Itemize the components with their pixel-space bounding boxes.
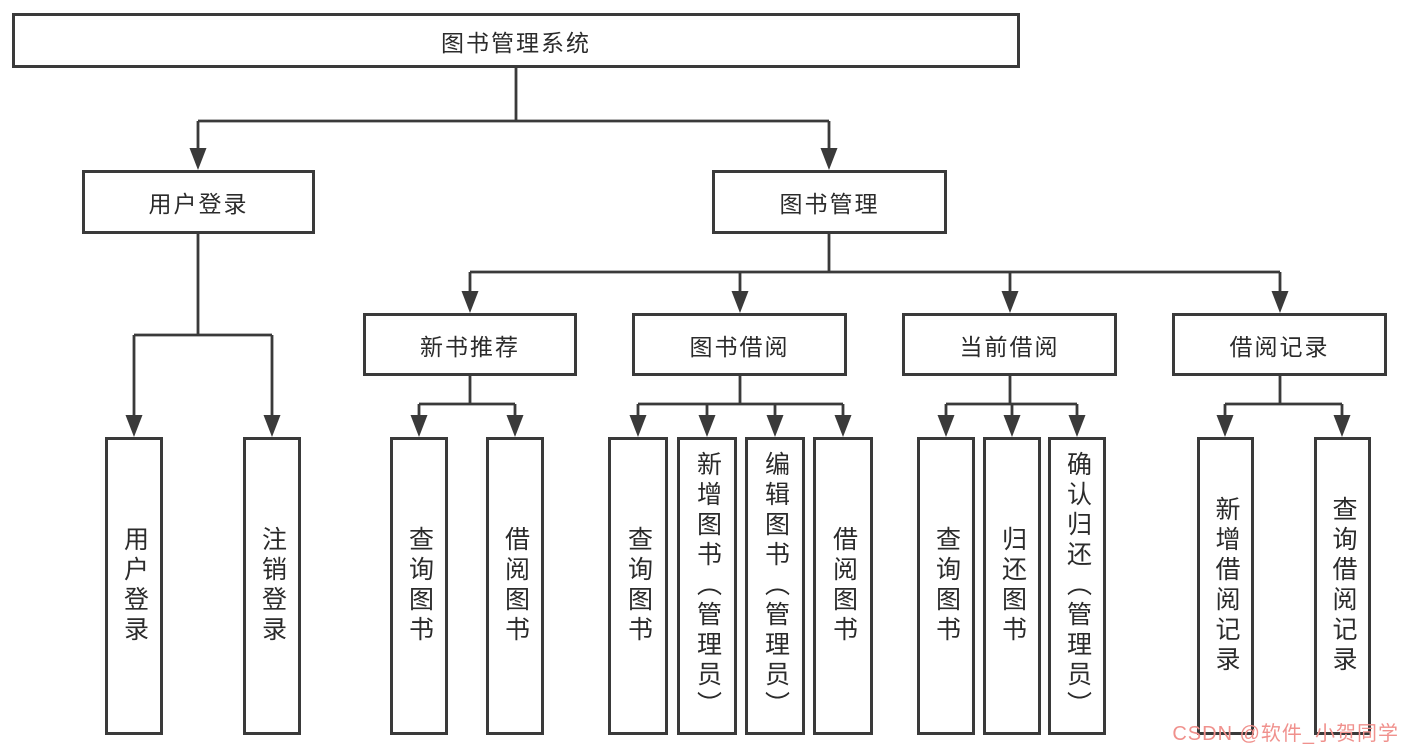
csdn-watermark: CSDN @软件_小贺同学: [1172, 723, 1399, 745]
leaf-query-books-3: 查询图书: [917, 437, 975, 735]
leaf-borrow-books-2: 借阅图书: [813, 437, 873, 735]
node-new-book-recommend-label: 新书推荐: [420, 333, 520, 360]
leaf-query-borrow-record: 查询借阅记录: [1314, 437, 1371, 735]
leaf-query-books-1-label: 查询图书: [405, 526, 434, 646]
leaf-add-books-admin: 新增图书（管理员）: [677, 437, 737, 735]
leaf-confirm-return-admin-label: 确认归还（管理员）: [1063, 451, 1092, 721]
leaf-add-borrow-record: 新增借阅记录: [1197, 437, 1254, 735]
leaf-query-borrow-record-label: 查询借阅记录: [1329, 496, 1357, 676]
leaf-borrow-books-2-label: 借阅图书: [829, 526, 858, 646]
leaf-return-books: 归还图书: [983, 437, 1041, 735]
leaf-edit-books-admin-label: 编辑图书（管理员）: [761, 451, 790, 721]
leaf-query-books-2: 查询图书: [608, 437, 668, 735]
node-book-management-label: 图书管理: [779, 191, 880, 217]
node-borrow-records-label: 借阅记录: [1229, 333, 1330, 360]
leaf-logout: 注销登录: [243, 437, 301, 735]
node-new-book-recommend: 新书推荐: [363, 313, 577, 376]
node-user-login: 用户登录: [82, 170, 315, 234]
leaf-return-books-label: 归还图书: [998, 526, 1027, 646]
node-book-borrow: 图书借阅: [632, 313, 847, 376]
leaf-add-books-admin-label: 新增图书（管理员）: [693, 451, 722, 721]
leaf-borrow-books-1: 借阅图书: [486, 437, 544, 735]
leaf-user-login-label: 用户登录: [120, 526, 149, 646]
leaf-user-login: 用户登录: [105, 437, 163, 735]
node-borrow-records: 借阅记录: [1172, 313, 1387, 376]
leaf-query-books-2-label: 查询图书: [624, 526, 653, 646]
leaf-logout-label: 注销登录: [258, 526, 287, 646]
leaf-query-books-3-label: 查询图书: [932, 526, 961, 646]
leaf-add-borrow-record-label: 新增借阅记录: [1212, 496, 1240, 676]
node-library-system: 图书管理系统: [12, 13, 1020, 68]
node-book-borrow-label: 图书借阅: [689, 333, 790, 360]
node-book-management: 图书管理: [712, 170, 947, 234]
node-user-login-label: 用户登录: [148, 191, 249, 217]
node-current-borrow-label: 当前借阅: [959, 333, 1060, 360]
node-library-system-label: 图书管理系统: [441, 29, 591, 56]
leaf-confirm-return-admin: 确认归还（管理员）: [1048, 437, 1106, 735]
leaf-borrow-books-1-label: 借阅图书: [501, 526, 530, 646]
leaf-edit-books-admin: 编辑图书（管理员）: [745, 437, 805, 735]
leaf-query-books-1: 查询图书: [390, 437, 448, 735]
node-current-borrow: 当前借阅: [902, 313, 1117, 376]
